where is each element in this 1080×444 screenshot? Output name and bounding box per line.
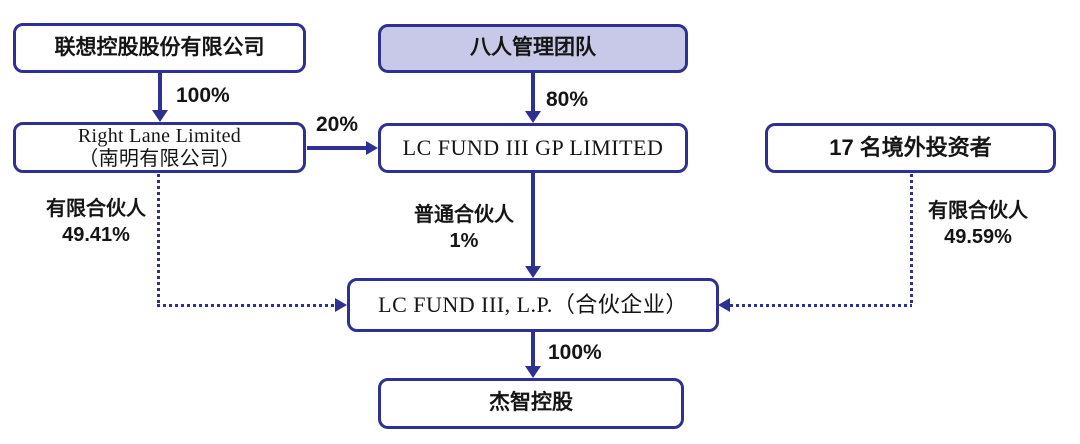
edge-legend-to-rightlane-pct: 100% bbox=[176, 84, 230, 107]
right-lane-name-en: Right Lane Limited bbox=[77, 124, 242, 147]
overseas-investors-label: 17 名境外投资者 bbox=[829, 135, 992, 161]
edge-team-to-gp-line bbox=[531, 72, 535, 113]
investors-role-pct: 49.59% bbox=[944, 226, 1012, 248]
rightlane-role-text: 有限合伙人 bbox=[46, 198, 146, 220]
arrowhead-down-icon bbox=[152, 110, 168, 122]
edge-investors-to-lp-label: 有限合伙人 49.59% bbox=[910, 198, 1046, 250]
gp-limited-label: LC FUND III GP LIMITED bbox=[402, 135, 664, 161]
arrowhead-left-icon bbox=[718, 298, 730, 312]
arrowhead-down-icon bbox=[525, 111, 541, 123]
edge-gp-to-lp-label: 普通合伙人 1% bbox=[398, 202, 530, 254]
edge-rightlane-to-gp-pct: 20% bbox=[316, 113, 359, 136]
legend-holdings-label: 联想控股股份有限公司 bbox=[54, 35, 265, 59]
node-legend-holdings: 联想控股股份有限公司 bbox=[13, 23, 306, 73]
edge-rightlane-to-gp-line bbox=[307, 146, 368, 150]
edge-rightlane-to-lp-label: 有限合伙人 49.41% bbox=[28, 196, 164, 248]
node-lc-fund-lp: LC FUND III, L.P.（合伙企业） bbox=[347, 278, 719, 332]
node-gp-limited: LC FUND III GP LIMITED bbox=[378, 123, 688, 173]
investors-role-text: 有限合伙人 bbox=[928, 200, 1028, 222]
rightlane-role-pct: 49.41% bbox=[62, 224, 130, 246]
arrowhead-down-icon bbox=[525, 366, 541, 378]
edge-rightlane-to-lp-line-horizontal bbox=[157, 304, 335, 307]
lc-fund-lp-label: LC FUND III, L.P.（合伙企业） bbox=[378, 292, 688, 318]
arrowhead-down-icon bbox=[525, 266, 541, 278]
edge-rightlane-to-lp-line-vertical bbox=[157, 174, 160, 305]
edge-lp-to-jiezhi-line bbox=[531, 332, 535, 367]
arrowhead-right-icon bbox=[335, 298, 347, 312]
edge-legend-to-rightlane-line bbox=[158, 72, 162, 112]
right-lane-name-cn: （南明有限公司） bbox=[78, 147, 241, 170]
jiezhi-holdings-label: 杰智控股 bbox=[489, 391, 573, 415]
node-management-team: 八人管理团队 bbox=[378, 24, 688, 73]
edge-team-to-gp-pct: 80% bbox=[546, 88, 589, 111]
gp-role-text: 普通合伙人 bbox=[414, 204, 514, 226]
management-team-label: 八人管理团队 bbox=[470, 36, 596, 60]
arrowhead-right-icon bbox=[366, 141, 378, 155]
node-jiezhi-holdings: 杰智控股 bbox=[378, 378, 684, 429]
node-right-lane: Right Lane Limited （南明有限公司） bbox=[13, 122, 306, 173]
edge-investors-to-lp-line-vertical bbox=[910, 174, 913, 305]
node-overseas-investors: 17 名境外投资者 bbox=[765, 123, 1056, 173]
edge-investors-to-lp-line-horizontal bbox=[730, 304, 912, 307]
edge-lp-to-jiezhi-pct: 100% bbox=[548, 341, 602, 364]
gp-role-pct: 1% bbox=[449, 230, 479, 252]
edge-gp-to-lp-line bbox=[531, 173, 535, 267]
